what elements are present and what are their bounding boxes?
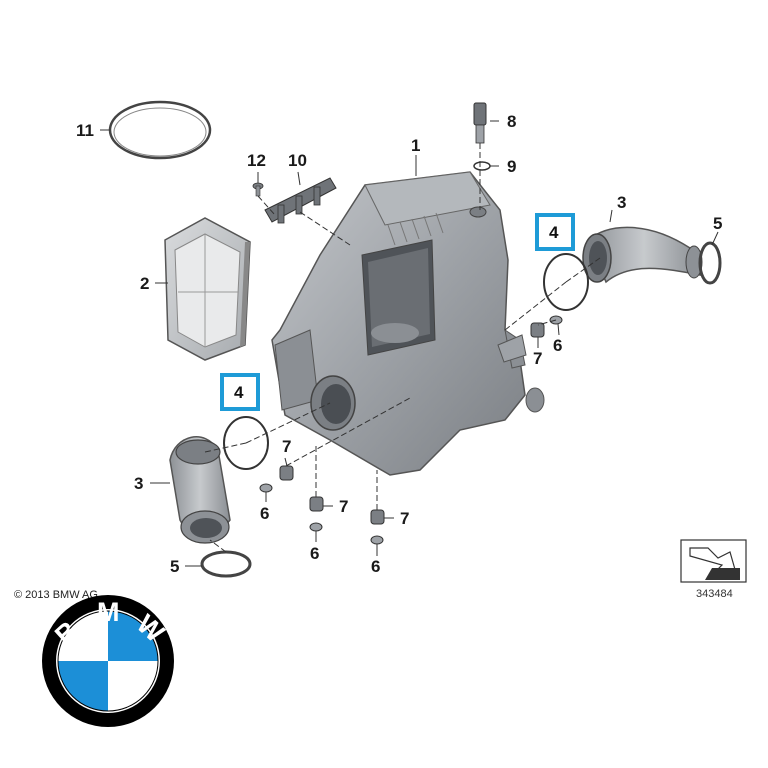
part-8-sensor [473,102,487,144]
part-6-bolt-a [259,483,273,493]
label-part-3-upper: 3 [617,193,626,212]
label-part-5-upper: 5 [713,214,722,233]
bmw-logo: B M W [42,595,174,727]
label-part-4-upper: 4 [549,223,559,242]
part-7-grommet-a [279,465,294,481]
label-part-1: 1 [411,136,420,155]
reference-number: 343484 [696,588,733,600]
part-7-grommet-b [309,496,324,512]
highlight-callout-part-4-lower[interactable]: 4 [220,373,260,411]
label-part-6-c: 6 [371,557,380,576]
part-6-bolt-c [370,535,384,545]
part-11-seal-ring [108,100,212,160]
part-3-intake-elbow-lower [169,436,231,544]
orientation-arrow-icon [680,539,747,583]
label-part-3-lower: 3 [134,474,143,493]
part-3-intake-elbow-upper [582,226,703,284]
label-part-6-b: 6 [310,544,319,563]
part-2-filter-element [164,217,251,361]
label-part-11: 11 [76,121,94,140]
part-1-air-cleaner-housing [271,171,545,476]
part-10-bracket [264,177,337,224]
label-part-7-c: 7 [400,509,409,528]
part-labels: 11 2 1 3 3 5 5 8 9 10 12 7 7 7 7 6 6 6 6 [76,112,722,576]
assembly-lines [204,143,601,553]
label-part-7-b: 7 [339,497,348,516]
label-part-6-d: 6 [553,336,562,355]
label-part-5-lower: 5 [170,557,179,576]
part-7-grommet-c [370,509,385,525]
label-part-2: 2 [140,274,149,293]
label-part-12: 12 [247,151,266,170]
part-4-seal-ring-lower [223,416,269,470]
label-part-7-d: 7 [533,349,542,368]
label-part-9: 9 [507,157,516,176]
copyright-notice: © 2013 BMW AG [14,589,98,601]
part-5-clamp-upper [698,241,722,285]
part-4-seal-ring-upper [543,253,589,311]
label-part-10: 10 [288,151,307,170]
part-5-clamp-lower [200,550,252,578]
part-7-grommet-d [530,322,545,338]
part-6-bolt-b [309,522,323,532]
highlight-callout-part-4-upper[interactable]: 4 [535,213,575,251]
label-part-4-lower: 4 [234,383,244,402]
label-part-8: 8 [507,112,516,131]
leader-lines [100,120,719,567]
label-part-7-a: 7 [282,437,291,456]
part-12-screw [252,182,264,197]
part-9-o-ring [473,161,491,171]
label-part-6-a: 6 [260,504,269,523]
logo-letter-m: M [97,597,120,627]
